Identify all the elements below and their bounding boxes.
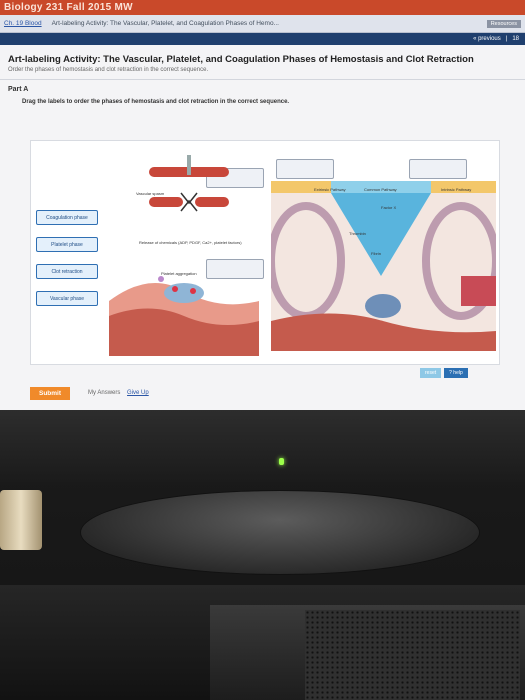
- diagram-label-release: Release of chemicals (ADP, PDGF, Ca2+, p…: [139, 240, 242, 245]
- draggable-label-platelet[interactable]: Platelet phase: [36, 237, 98, 252]
- page-number: 18: [512, 36, 519, 42]
- pagination-bar: « previous | 18: [0, 33, 525, 45]
- instruction-text: Drag the labels to order the phases of h…: [22, 99, 290, 105]
- tower-grille: [305, 610, 520, 700]
- labeling-workarea: Coagulation phase Platelet phase Clot re…: [30, 140, 500, 365]
- cascade-label-fibrin: Fibrin: [371, 251, 382, 256]
- pagination-divider: |: [505, 36, 508, 42]
- part-heading: Part A: [8, 86, 29, 93]
- diagram-label-vascular-spasm: Vascular spasm: [136, 191, 165, 196]
- vascular-platelet-diagram: [109, 155, 259, 356]
- draggable-label-vascular[interactable]: Vascular phase: [36, 291, 98, 306]
- breadcrumb-chapter-link[interactable]: Ch. 19 Blood: [4, 20, 42, 27]
- monitor-bezel: [0, 410, 525, 485]
- drop-target-4[interactable]: [206, 259, 264, 279]
- course-title-bar: Biology 231 Fall 2015 MW: [0, 0, 525, 15]
- cascade-label-factor-x: Factor X: [381, 205, 397, 210]
- cascade-label-extrinsic: Extrinsic Pathway: [314, 187, 346, 192]
- label-bank: Coagulation phase Platelet phase Clot re…: [36, 210, 98, 306]
- course-title: Biology 231 Fall 2015 MW: [4, 2, 133, 13]
- reset-help-group: reset ? help: [420, 368, 468, 378]
- drop-target-2[interactable]: [276, 159, 334, 179]
- coagulation-cascade-diagram: [271, 181, 496, 351]
- monitor-stand: [80, 490, 480, 575]
- help-button[interactable]: ? help: [444, 368, 468, 378]
- activity-title: Art-labeling Activity: The Vascular, Pla…: [8, 54, 474, 65]
- give-up-link[interactable]: Give Up: [127, 390, 149, 396]
- cascade-label-common: Common Pathway: [364, 187, 397, 192]
- breadcrumb-activity: Art-labeling Activity: The Vascular, Pla…: [51, 20, 279, 27]
- draggable-label-coagulation[interactable]: Coagulation phase: [36, 210, 98, 225]
- submit-button[interactable]: Submit: [30, 386, 71, 400]
- divider: [0, 79, 525, 80]
- breadcrumb: Ch. 19 Blood Art-labeling Activity: The …: [0, 15, 525, 33]
- reset-button[interactable]: reset: [420, 368, 442, 378]
- resources-button[interactable]: Resources: [486, 19, 521, 28]
- drop-target-3[interactable]: [409, 159, 467, 179]
- diagram-label-aggregation: Platelet aggregation: [161, 271, 197, 276]
- submission-bar: Submit My Answers Give Up: [0, 382, 525, 404]
- desk-object: [0, 490, 42, 550]
- draggable-label-clot-retraction[interactable]: Clot retraction: [36, 264, 98, 279]
- activity-subtitle: Order the phases of hemostasis and clot …: [8, 67, 209, 73]
- answer-links: My Answers Give Up: [88, 390, 149, 396]
- my-answers-link[interactable]: My Answers: [88, 390, 121, 396]
- cascade-label-intrinsic: Intrinsic Pathway: [441, 187, 472, 192]
- power-led-icon: [279, 458, 284, 465]
- browser-screen: Biology 231 Fall 2015 MW Ch. 19 Blood Ar…: [0, 0, 525, 410]
- previous-button[interactable]: « previous: [473, 36, 501, 42]
- cascade-label-thrombin: Thrombin: [349, 231, 366, 236]
